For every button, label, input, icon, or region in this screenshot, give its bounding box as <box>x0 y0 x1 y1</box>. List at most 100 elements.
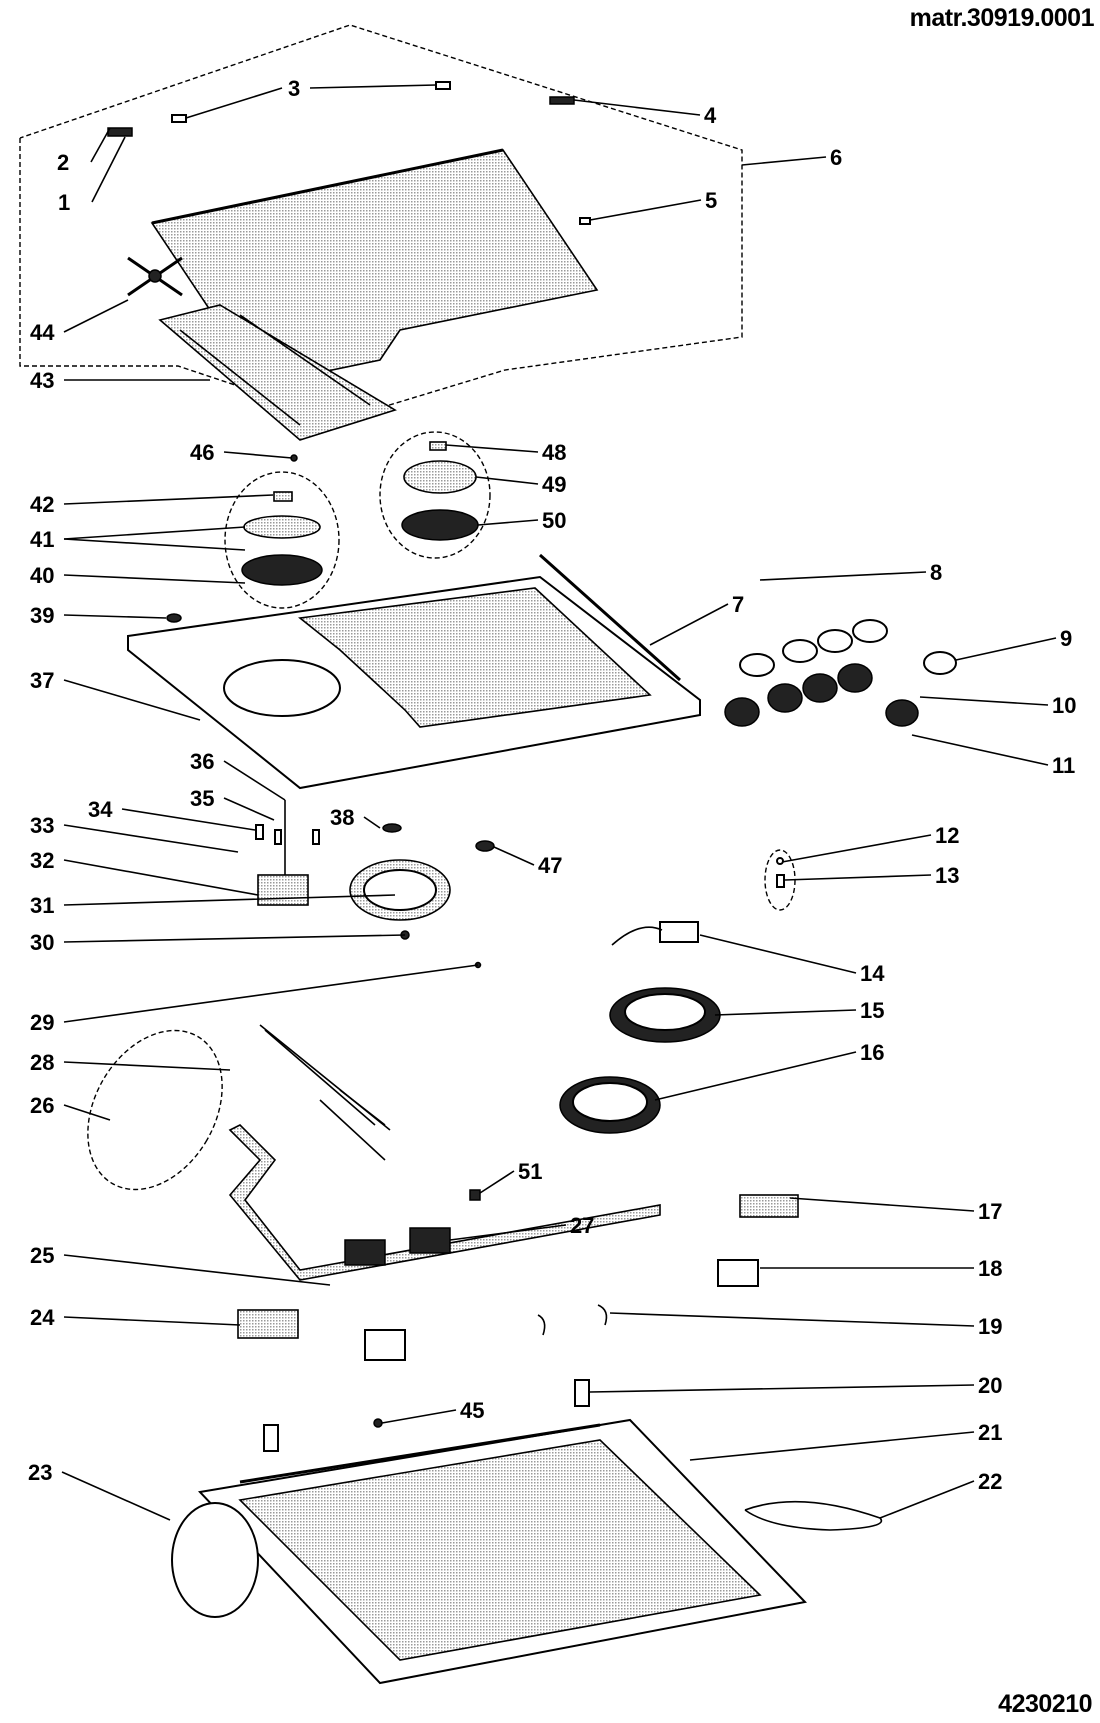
part-9-knob <box>923 651 957 675</box>
part-51-wire-clip <box>469 1189 481 1201</box>
part-label-31: 31 <box>30 893 54 918</box>
part-label-43: 43 <box>30 368 54 393</box>
callout-line-26 <box>63 1104 111 1121</box>
part-label-6: 6 <box>830 145 842 170</box>
control-knobs <box>724 619 957 727</box>
part-38-clip <box>382 823 402 833</box>
part-label-50: 50 <box>542 508 566 533</box>
callout-line-23 <box>61 1471 171 1521</box>
part-11-bezel <box>837 663 873 693</box>
part-41-ring <box>243 515 321 539</box>
part-label-25: 25 <box>30 1243 54 1268</box>
callout-line-7 <box>649 603 729 646</box>
callout-line-33 <box>63 824 239 853</box>
part-19-clip-b <box>597 1304 608 1326</box>
part-label-37: 37 <box>30 668 54 693</box>
pan-support-grid <box>158 304 397 441</box>
lid-hinge-bar <box>151 148 504 225</box>
callout-line-10 <box>919 696 1049 706</box>
part-18-fixing <box>717 1259 759 1287</box>
hob-top <box>127 553 701 790</box>
part-label-35: 35 <box>190 786 214 811</box>
callout-line-13 <box>784 874 932 881</box>
callout-line-46 <box>223 451 293 459</box>
callout-line-15 <box>714 1009 857 1016</box>
callout-line-30 <box>63 934 406 943</box>
callout-line-22 <box>879 1480 975 1519</box>
part-label-46: 46 <box>190 440 214 465</box>
ceramic-glass-area <box>298 587 652 728</box>
part-label-47: 47 <box>538 853 562 878</box>
callout-line-32 <box>63 859 259 896</box>
part-47-screw <box>475 840 495 852</box>
callout-line-38 <box>363 816 381 829</box>
part-7-trim <box>539 553 681 682</box>
part-label-15: 15 <box>860 998 884 1023</box>
callout-line-47 <box>493 846 535 866</box>
callout-line-48 <box>445 444 539 453</box>
callout-line-11 <box>911 734 1049 766</box>
part-label-30: 30 <box>30 930 54 955</box>
part-44-spider <box>127 256 183 297</box>
part-5-stop <box>579 217 591 225</box>
callout-line-36 <box>223 760 286 801</box>
callout-line-29 <box>63 964 479 1023</box>
part-49-ring <box>403 460 477 494</box>
part-1-2-hinge <box>107 127 133 137</box>
part-label-19: 19 <box>978 1314 1002 1339</box>
part-labels: 1234567891011121314151617181920212223242… <box>28 76 1076 1494</box>
callout-line-44 <box>63 299 129 333</box>
part-20-bracket <box>574 1379 590 1407</box>
callout-line-3 <box>185 87 283 119</box>
part-42-cap <box>273 491 293 502</box>
callout-line-49 <box>475 476 539 485</box>
pan-support <box>127 256 397 462</box>
part-50-burner-base <box>401 509 479 541</box>
callout-line-25 <box>63 1254 331 1286</box>
callout-line-6 <box>741 156 827 166</box>
part-label-23: 23 <box>28 1460 52 1485</box>
part-label-9: 9 <box>1060 626 1072 651</box>
callout-line-16 <box>654 1051 857 1101</box>
part-3-pin-right <box>435 81 451 90</box>
part-48-cap <box>429 441 447 451</box>
part-label-32: 32 <box>30 848 54 873</box>
callout-line-24 <box>63 1316 241 1326</box>
part-22-cable <box>744 1500 883 1531</box>
part-label-12: 12 <box>935 823 959 848</box>
part-24-bracket <box>237 1309 299 1339</box>
part-label-29: 29 <box>30 1010 54 1035</box>
callout-line-41 <box>63 526 246 540</box>
part-label-26: 26 <box>30 1093 54 1118</box>
part-label-11: 11 <box>1052 753 1075 778</box>
part-label-36: 36 <box>190 749 214 774</box>
part-label-16: 16 <box>860 1040 884 1065</box>
part-label-20: 20 <box>978 1373 1002 1398</box>
part-label-28: 28 <box>30 1050 54 1075</box>
part-label-8: 8 <box>930 560 942 585</box>
drawing-code: 4230210 <box>998 1690 1092 1718</box>
part-11-bezel <box>802 673 838 703</box>
base-tray <box>171 1379 883 1685</box>
hotplates <box>559 921 721 1134</box>
callout-line-14 <box>699 934 857 974</box>
callout-line-8 <box>759 571 927 581</box>
callout-line-9 <box>955 637 1057 661</box>
part-label-13: 13 <box>935 863 959 888</box>
base-tray-interior <box>238 1439 762 1661</box>
callout-line-27 <box>449 1224 567 1241</box>
part-label-27: 27 <box>570 1213 594 1238</box>
part-19-clip-a <box>537 1314 546 1336</box>
part-label-34: 34 <box>88 797 113 822</box>
callout-line-4 <box>573 99 701 116</box>
callout-line-19 <box>609 1312 975 1327</box>
part-17-switch <box>739 1194 799 1218</box>
callout-lines <box>61 84 1057 1521</box>
part-label-2: 2 <box>57 150 69 175</box>
part-label-3: 3 <box>288 76 300 101</box>
part-27-gas-tap <box>409 1227 451 1254</box>
burner-small <box>224 471 340 609</box>
part-label-48: 48 <box>542 440 566 465</box>
part-label-40: 40 <box>30 563 54 588</box>
part-label-5: 5 <box>705 188 717 213</box>
